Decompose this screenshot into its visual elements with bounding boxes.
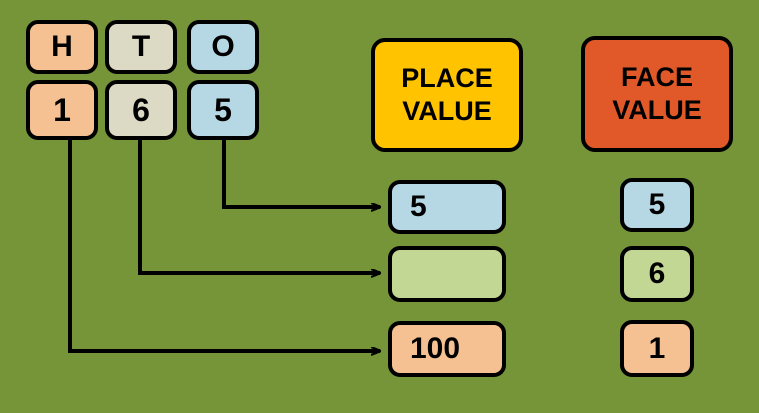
- face-value-box-tens[interactable]: 6: [620, 246, 694, 302]
- face-value-box-hundreds[interactable]: 1: [620, 320, 694, 377]
- place-value-hundreds-label: 100: [410, 332, 461, 365]
- face-value-ones-label: 5: [648, 188, 666, 221]
- place-header-label-tens: T: [131, 30, 151, 63]
- place-value-box-ones[interactable]: 5: [388, 180, 506, 234]
- place-header-tile-hundreds[interactable]: H: [26, 20, 98, 74]
- digit-label-tens: 6: [132, 92, 150, 128]
- face-value-header-line1: FACE: [620, 62, 693, 93]
- place-value-header-line1: PLACE: [401, 63, 493, 94]
- face-value-tens-label: 6: [648, 257, 666, 290]
- digit-label-ones: 5: [214, 92, 232, 128]
- tens-connector: [138, 140, 380, 273]
- digit-tile-tens[interactable]: 6: [105, 80, 177, 140]
- place-value-ones-label: 5: [410, 190, 427, 223]
- face-value-box-ones[interactable]: 5: [620, 178, 694, 232]
- place-header-tile-ones[interactable]: O: [187, 20, 259, 74]
- ones-connector: [222, 140, 380, 207]
- place-value-box-tens[interactable]: [388, 246, 506, 302]
- place-header-label-ones: O: [211, 30, 235, 63]
- digit-tile-hundreds[interactable]: 1: [26, 80, 98, 140]
- place-value-box-hundreds[interactable]: 100: [388, 321, 506, 377]
- place-value-header-line2: VALUE: [402, 96, 492, 126]
- face-value-header[interactable]: FACE VALUE: [581, 36, 733, 152]
- digit-label-hundreds: 1: [53, 92, 71, 128]
- hundreds-connector: [68, 140, 380, 351]
- place-header-tile-tens[interactable]: T: [105, 20, 177, 74]
- place-value-header[interactable]: PLACE VALUE: [371, 38, 523, 152]
- place-header-label-hundreds: H: [51, 30, 73, 63]
- digit-tile-ones[interactable]: 5: [187, 80, 259, 140]
- face-value-header-line2: VALUE: [612, 95, 702, 125]
- face-value-hundreds-label: 1: [648, 331, 666, 365]
